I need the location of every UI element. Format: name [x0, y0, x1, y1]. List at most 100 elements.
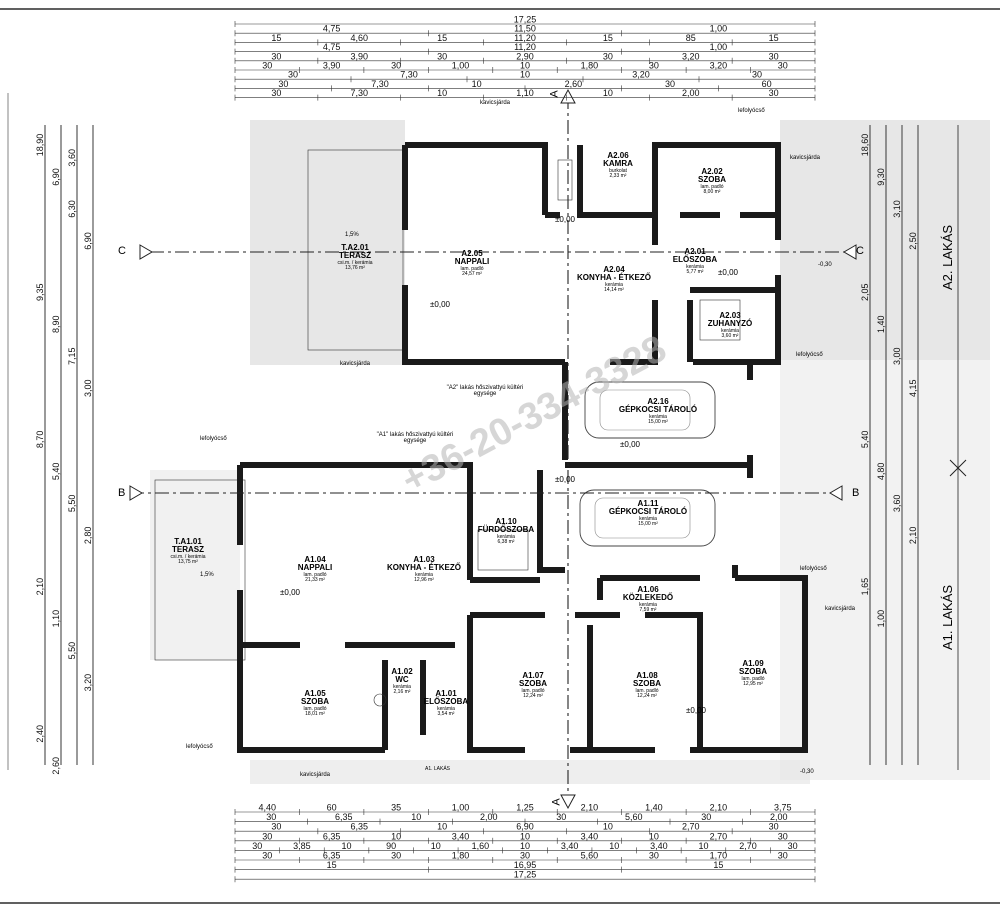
room-floor: csi.m. / kerámia [170, 553, 206, 560]
level-mark: ±0,00 [555, 215, 575, 224]
section-line-a [560, 88, 576, 810]
room-area: 12,95 m² [743, 681, 763, 688]
room-area: 12,96 m² [414, 577, 434, 584]
room-floor: lam. padló [303, 571, 327, 578]
dimension-label: 30 [271, 822, 281, 832]
room-floor: kerámia [605, 281, 623, 288]
room-area: 3,60 m² [721, 333, 739, 340]
dimension-label: 10 [437, 88, 447, 98]
dimension-label: 1,80 [581, 61, 599, 71]
kavicsjarda-label: kavicsjárda [480, 100, 511, 106]
dimension-label: 30 [278, 79, 288, 89]
room-area: 13,76 m² [345, 265, 365, 272]
heatpump-note-a2: "A2" lakás hőszivattyú kültéri egysége [446, 385, 524, 397]
dimension-label: 3,40 [581, 831, 599, 841]
dimension-label: 1,80 [452, 851, 470, 861]
dimension-label: 3,60 [892, 495, 902, 513]
dimension-label: 2,40 [35, 725, 45, 743]
dimension-label: 30 [649, 851, 659, 861]
room-id: A1.05 [304, 689, 326, 698]
dimension-label: 2,10 [908, 527, 918, 545]
room-name: TERASZ [172, 545, 204, 555]
room-name: ELŐSZOBA [672, 255, 718, 265]
dimension-label: 30 [665, 79, 675, 89]
dimension-label: 10 [472, 79, 482, 89]
room-area: 18,01 m² [305, 711, 325, 718]
dimension-label: 1,00 [452, 61, 470, 71]
dimension-label: 3,20 [682, 51, 700, 61]
section-line-c [139, 244, 857, 260]
room-floor: lam. padló [460, 265, 484, 272]
room-name: KONYHA - ÉTKEZŐ [387, 563, 461, 573]
slope-label: 1,5% [345, 232, 359, 238]
dimension-label: 3,85 [293, 841, 311, 851]
room-name: NAPPALI [297, 563, 333, 573]
dimension-label: 30 [391, 851, 401, 861]
dimension-label: 1,10 [51, 610, 61, 628]
car-icon [584, 381, 716, 439]
room-floor: lam. padló [303, 705, 327, 712]
kavicsjarda-label: kavicsjárda [790, 155, 821, 161]
dimension-label: 5,50 [67, 642, 77, 660]
room-floor: kerámia [497, 533, 515, 540]
room-id: A2.06 [607, 151, 629, 160]
dimension-label: 30 [262, 831, 272, 841]
dimension-label: 3,10 [892, 200, 902, 218]
section-letter-a: A [548, 90, 561, 98]
dimension-label: 3,90 [323, 61, 341, 71]
level-mark: ±0,00 [555, 475, 575, 484]
dimension-label: 30 [391, 61, 401, 71]
ground-level: -0,30 [800, 769, 814, 775]
downpipe-label: lefolyócső [186, 744, 213, 750]
section-letter-c: C [118, 245, 126, 257]
room-area: 24,57 m² [462, 271, 482, 278]
room-floor: lam. padló [741, 675, 765, 682]
dimension-label: 15 [713, 860, 723, 870]
dimension-label: 11,20 [514, 42, 536, 52]
room-area: 13,75 m² [178, 559, 198, 566]
room-floor: lam. padló [635, 687, 659, 694]
dimension-label: 30 [769, 822, 779, 832]
dimension-label: 11,50 [514, 24, 536, 34]
dimension-label: 17,25 [514, 15, 537, 25]
dimension-label: 10 [437, 822, 447, 832]
room-name: GÉPKOCSI TÁROLÓ [608, 507, 688, 517]
room-name: SZOBA [519, 679, 547, 689]
dimension-label: 3,40 [561, 841, 579, 851]
dimension-label: 85 [686, 33, 696, 43]
dimension-label: 1,60 [472, 841, 490, 851]
dimension-label: 30 [649, 61, 659, 71]
section-letter-b: B [852, 487, 860, 499]
dimension-label: 4,40 [258, 803, 276, 813]
dimension-label: 5,40 [860, 431, 870, 449]
unit-label-a1: A1. LAKÁS [940, 584, 955, 650]
dimension-label: 2,60 [565, 79, 583, 89]
room-name: SZOBA [633, 679, 661, 689]
kavicsjarda-label: kavicsjárda [825, 606, 856, 612]
level-mark: ±0,00 [280, 588, 300, 597]
dimension-label: 3,20 [83, 674, 93, 692]
dimension-label: 10 [520, 841, 530, 851]
room-floor: lam. padló [521, 687, 545, 694]
dimension-label: 5,40 [51, 463, 61, 481]
dimension-label: 2,10 [35, 578, 45, 596]
dimension-label: 10 [698, 841, 708, 851]
downpipe-label: lefolyócső [738, 108, 765, 114]
entry-label: A1. LAKÁS [425, 766, 451, 772]
room-area: 8,00 m² [703, 189, 721, 196]
room-area: 3,54 m² [437, 711, 455, 718]
dimension-label: 6,35 [335, 812, 353, 822]
dimension-label: 1,25 [516, 803, 534, 813]
dimension-label: 1,00 [710, 24, 728, 34]
room-name: KONYHA - ÉTKEZŐ [577, 273, 651, 283]
room-name: WC [395, 675, 409, 685]
slope-label: 1,5% [200, 572, 214, 578]
dimension-label: 5,50 [67, 495, 77, 513]
room-id: A1.03 [413, 555, 435, 564]
dimension-label: 3,40 [452, 831, 470, 841]
dimension-label: 10 [342, 841, 352, 851]
